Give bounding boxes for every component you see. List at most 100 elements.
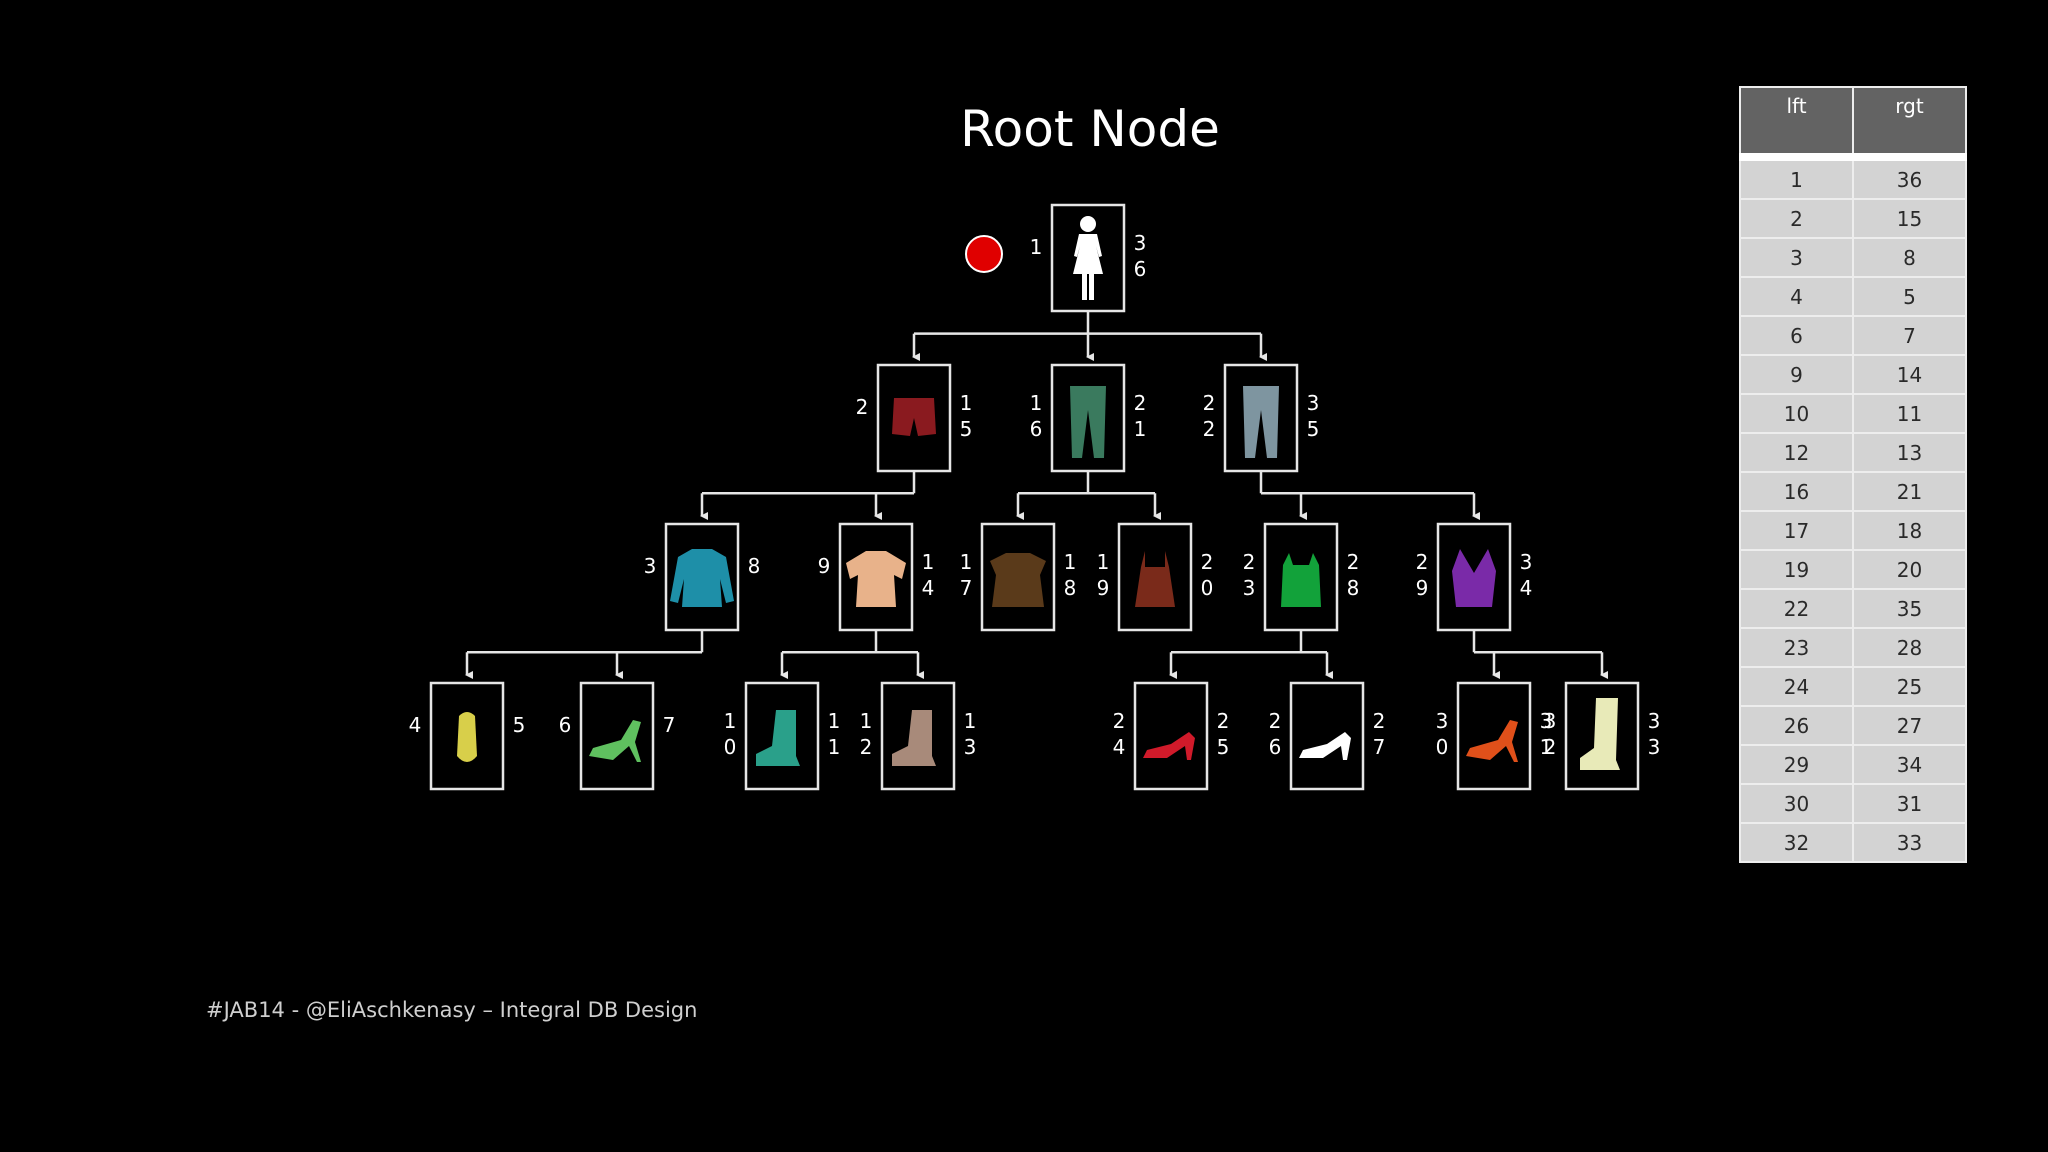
cell-lft: 19 bbox=[1739, 549, 1854, 590]
tall-boot-icon bbox=[1580, 698, 1620, 770]
tree-edge-shorts bbox=[700, 471, 916, 520]
current-node-pointer bbox=[965, 235, 1003, 273]
node-lft-label: 4 bbox=[409, 713, 422, 737]
node-box bbox=[579, 681, 655, 791]
tree-edge-root bbox=[912, 311, 1267, 361]
cell-rgt: 7 bbox=[1852, 315, 1967, 356]
node-box bbox=[1223, 363, 1299, 473]
node-lft-label: 3 bbox=[644, 554, 657, 578]
cell-lft: 9 bbox=[1739, 354, 1854, 395]
cell-rgt: 33 bbox=[1852, 822, 1967, 863]
ankle-boot-icon bbox=[892, 710, 936, 766]
cell-lft: 2 bbox=[1739, 198, 1854, 239]
cell-rgt: 13 bbox=[1852, 432, 1967, 473]
cell-rgt: 11 bbox=[1852, 393, 1967, 434]
node-lft-label: 1 bbox=[1030, 235, 1043, 259]
tank-top-icon bbox=[1281, 553, 1321, 607]
cell-lft: 30 bbox=[1739, 783, 1854, 824]
cell-lft: 26 bbox=[1739, 705, 1854, 746]
pants-icon bbox=[1070, 386, 1106, 458]
column-header-lft: lft bbox=[1739, 86, 1854, 158]
node-box bbox=[1050, 363, 1126, 473]
cell-lft: 3 bbox=[1739, 237, 1854, 278]
cell-rgt: 14 bbox=[1852, 354, 1967, 395]
ruffle-top-icon bbox=[990, 553, 1046, 607]
cell-lft: 12 bbox=[1739, 432, 1854, 473]
cell-rgt: 35 bbox=[1852, 588, 1967, 629]
cell-rgt: 31 bbox=[1852, 783, 1967, 824]
cell-lft: 16 bbox=[1739, 471, 1854, 512]
ankle-boot-icon bbox=[756, 710, 800, 766]
tree-edge-green-top bbox=[1169, 630, 1333, 679]
cell-lft: 32 bbox=[1739, 822, 1854, 863]
table-header-row: lft rgt bbox=[1739, 86, 1967, 158]
node-rgt-label: 7 bbox=[663, 713, 676, 737]
node-box bbox=[1289, 681, 1365, 791]
node-box bbox=[1133, 681, 1209, 791]
cell-lft: 22 bbox=[1739, 588, 1854, 629]
cell-lft: 24 bbox=[1739, 666, 1854, 707]
cell-rgt: 8 bbox=[1852, 237, 1967, 278]
cell-rgt: 34 bbox=[1852, 744, 1967, 785]
tree-edge-purple-top bbox=[1472, 630, 1608, 679]
node-lft-label: 2 bbox=[856, 395, 869, 419]
cell-lft: 29 bbox=[1739, 744, 1854, 785]
tree-edge-peach-top bbox=[780, 630, 924, 679]
node-lft-label: 6 bbox=[559, 713, 572, 737]
heel-sandal-icon bbox=[589, 720, 641, 762]
cell-rgt: 5 bbox=[1852, 276, 1967, 317]
cell-lft: 23 bbox=[1739, 627, 1854, 668]
cell-rgt: 36 bbox=[1852, 153, 1967, 200]
long-sleeve-top-icon bbox=[670, 549, 734, 607]
cell-lft: 4 bbox=[1739, 276, 1854, 317]
node-rgt-label: 8 bbox=[748, 554, 761, 578]
tree-edge-blue-top bbox=[465, 630, 704, 679]
heel-icon bbox=[1143, 732, 1195, 760]
